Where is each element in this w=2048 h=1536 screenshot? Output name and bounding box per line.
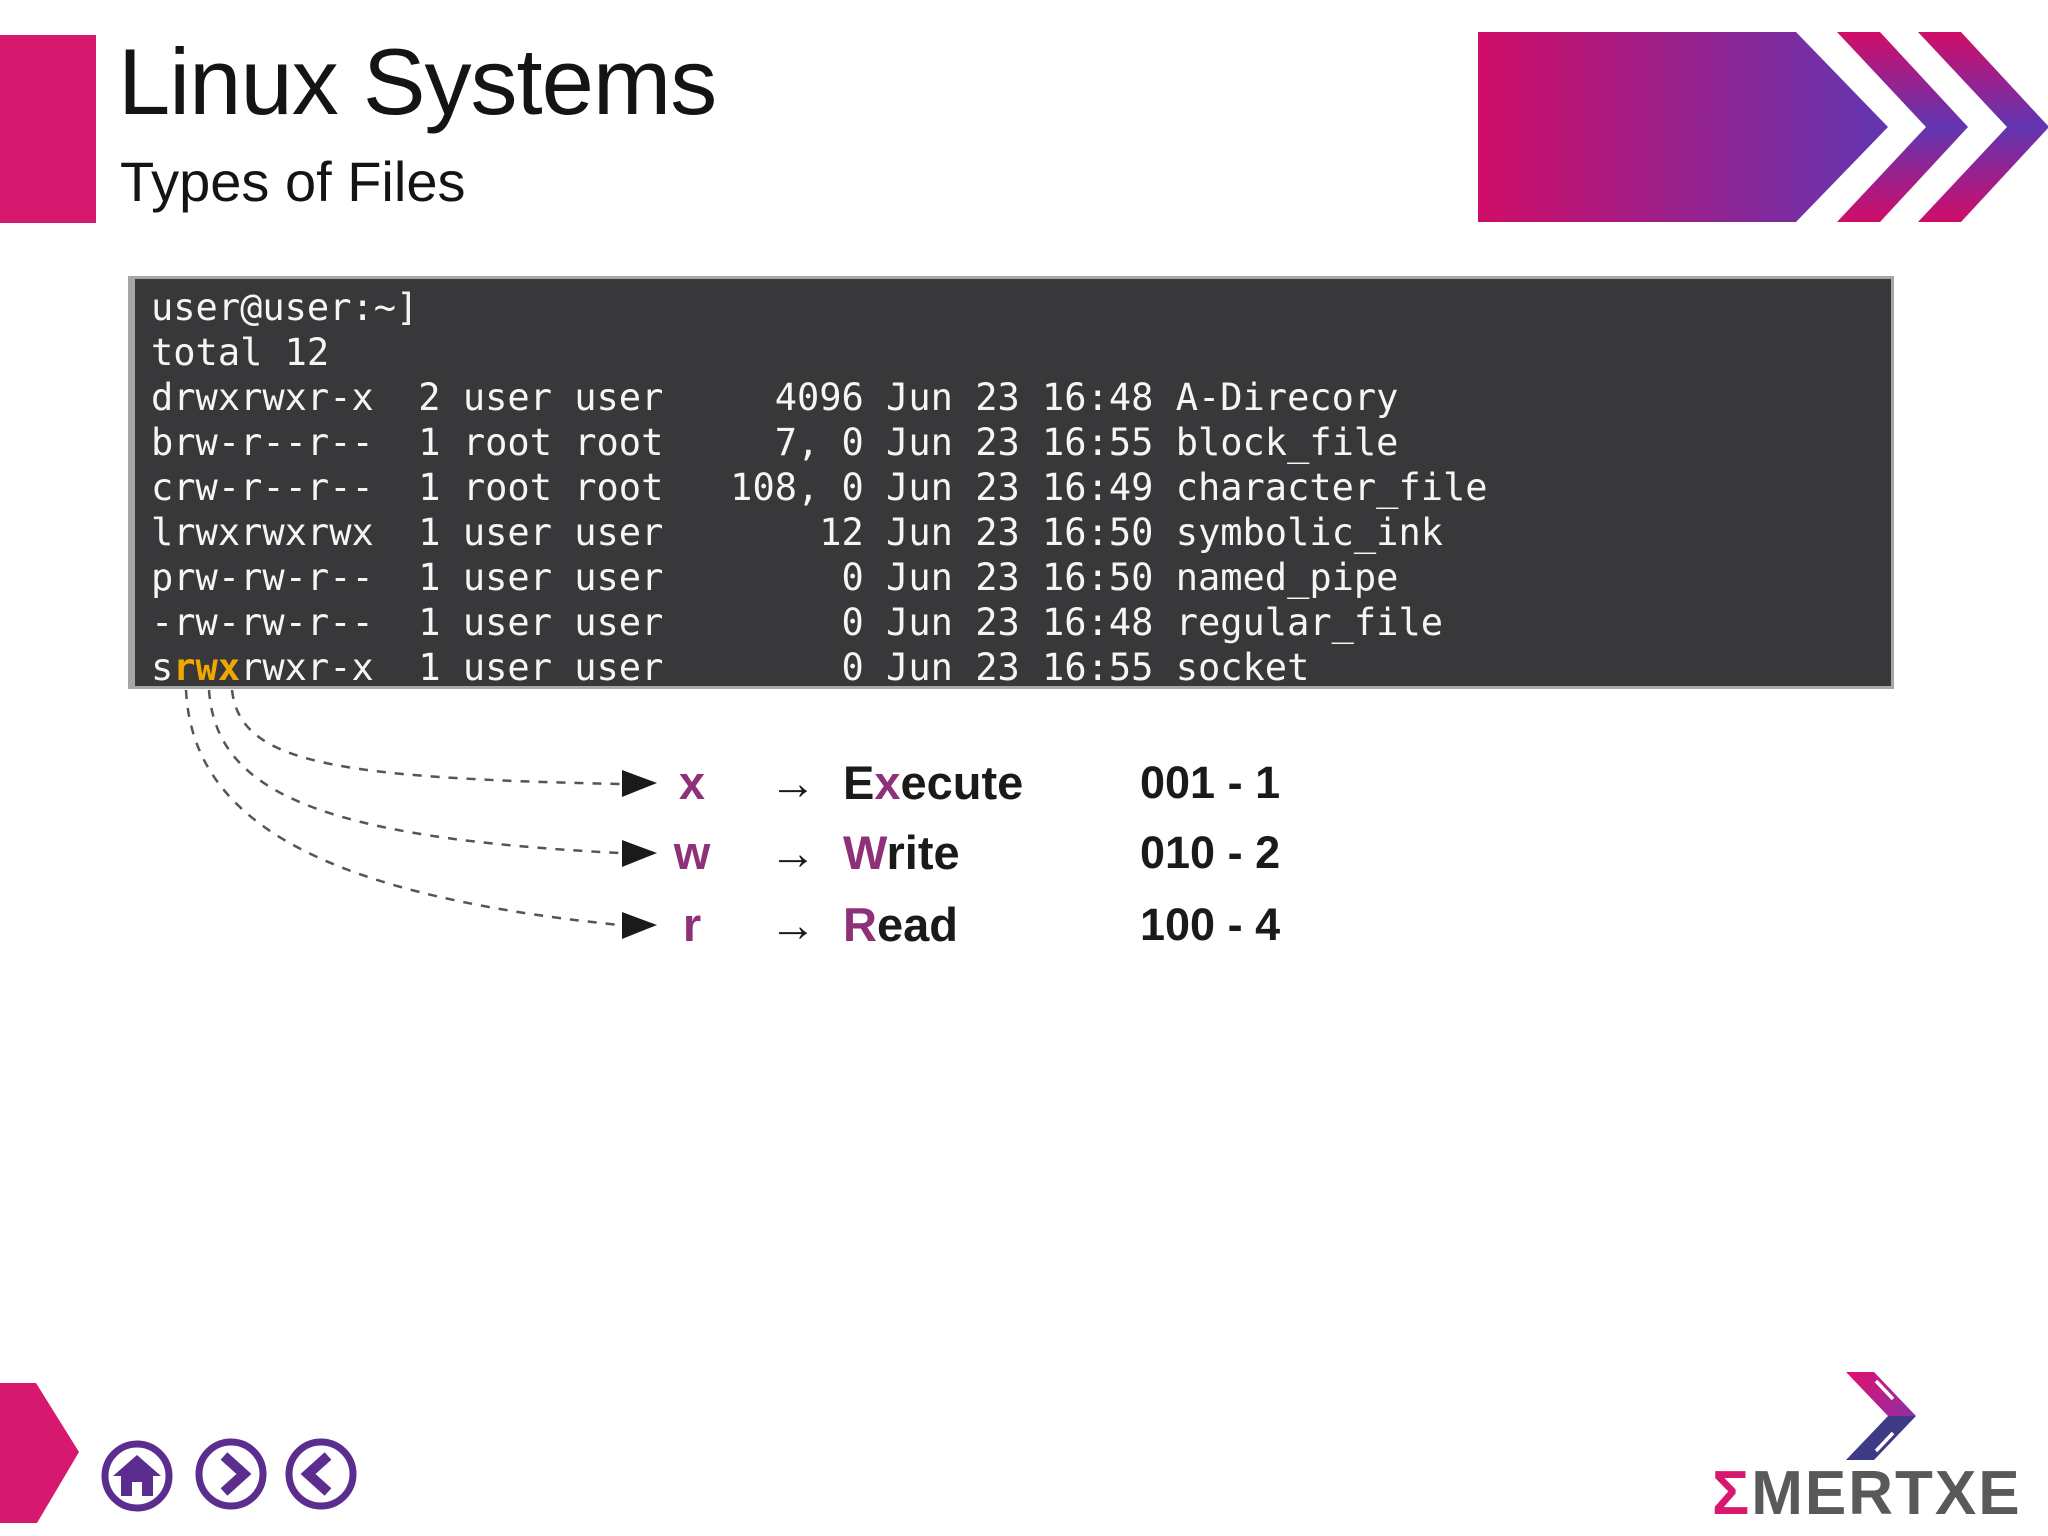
connector-r [184, 689, 621, 927]
legend-row-write: w → Write 010 - 2 [664, 827, 1444, 879]
perm-letter-r: r [682, 898, 702, 951]
word-highlight: W [843, 826, 887, 879]
right-arrow-icon: → [769, 756, 817, 809]
terminal-line-directory: drwxrwxr-x 2 user user 4096 Jun 23 16:48… [151, 376, 1399, 419]
emertxe-logo: ΣMERTXE [1712, 1458, 2022, 1529]
next-button[interactable] [193, 1436, 269, 1512]
arrow-head-icon [622, 912, 657, 939]
terminal-line-character-file: crw-r--r-- 1 root root 108, 0 Jun 23 16:… [151, 466, 1488, 509]
footer-accent-shape [0, 1383, 79, 1523]
connector-w [207, 689, 621, 855]
terminal-line-symbolic-link: lrwxrwxrwx 1 user user 12 Jun 23 16:50 s… [151, 511, 1444, 554]
chevron-right-icon [220, 1452, 252, 1496]
back-button[interactable] [283, 1436, 359, 1512]
logo-sigma: Σ [1712, 1459, 1752, 1528]
rwx-highlight: rwx [173, 646, 241, 689]
terminal-line-socket: srwxrwxr-x 1 user user 0 Jun 23 16:55 so… [151, 645, 1891, 690]
binary-code-execute: 001 - 1 [1140, 757, 1281, 808]
terminal-prompt-line: user@user:~] [151, 286, 419, 329]
word-highlight: x [874, 756, 901, 809]
right-arrow-icon: → [769, 898, 817, 951]
home-button[interactable] [99, 1438, 175, 1514]
terminal-line-block-file: brw-r--r-- 1 root root 7, 0 Jun 23 16:55… [151, 421, 1399, 464]
right-arrow-icon: → [769, 826, 817, 879]
word-post: ead [876, 898, 958, 951]
arrow-head-icon [622, 840, 657, 867]
terminal-line-regular-file: -rw-rw-r-- 1 user user 0 Jun 23 16:48 re… [151, 601, 1444, 644]
arrow-head-icons [622, 770, 657, 939]
word-post: rite [886, 826, 960, 879]
perm-letter-x: x [678, 756, 706, 809]
arrow-head-icon [622, 770, 657, 797]
terminal-window: user@user:~] total 12 drwxrwxr-x 2 user … [128, 276, 1894, 689]
page-title: Linux Systems [118, 29, 717, 134]
permission-connector-lines [184, 689, 621, 927]
logo-wordmark: MERTXE [1751, 1459, 2022, 1528]
home-icon [113, 1455, 161, 1496]
terminal-total-line: total 12 [151, 331, 330, 374]
word-pre: E [843, 756, 875, 809]
binary-code-read: 100 - 4 [1140, 899, 1281, 950]
perm-word-read: Read [843, 899, 958, 951]
logo-mark-icon [1846, 1371, 1916, 1461]
word-post: ecute [900, 756, 1024, 809]
legend-row-execute: x → Execute 001 - 1 [664, 757, 1444, 809]
terminal-line-named-pipe: prw-rw-r-- 1 user user 0 Jun 23 16:50 na… [151, 556, 1399, 599]
socket-perm-prefix: s [151, 646, 174, 689]
connector-x [230, 689, 621, 786]
page-subtitle: Types of Files [120, 150, 466, 213]
legend-row-read: r → Read 100 - 4 [664, 899, 1444, 951]
binary-code-write: 010 - 2 [1140, 827, 1281, 878]
word-highlight: R [843, 898, 877, 951]
chevron-left-icon [300, 1452, 332, 1496]
perm-word-execute: Execute [843, 757, 1023, 809]
perm-letter-w: w [673, 826, 711, 879]
title-accent-bar [0, 35, 96, 223]
perm-word-write: Write [843, 827, 960, 879]
header-arrow-decoration [1478, 32, 2048, 222]
socket-perm-suffix: rwxr-x 1 user user 0 Jun 23 16:55 socket [240, 646, 1310, 689]
